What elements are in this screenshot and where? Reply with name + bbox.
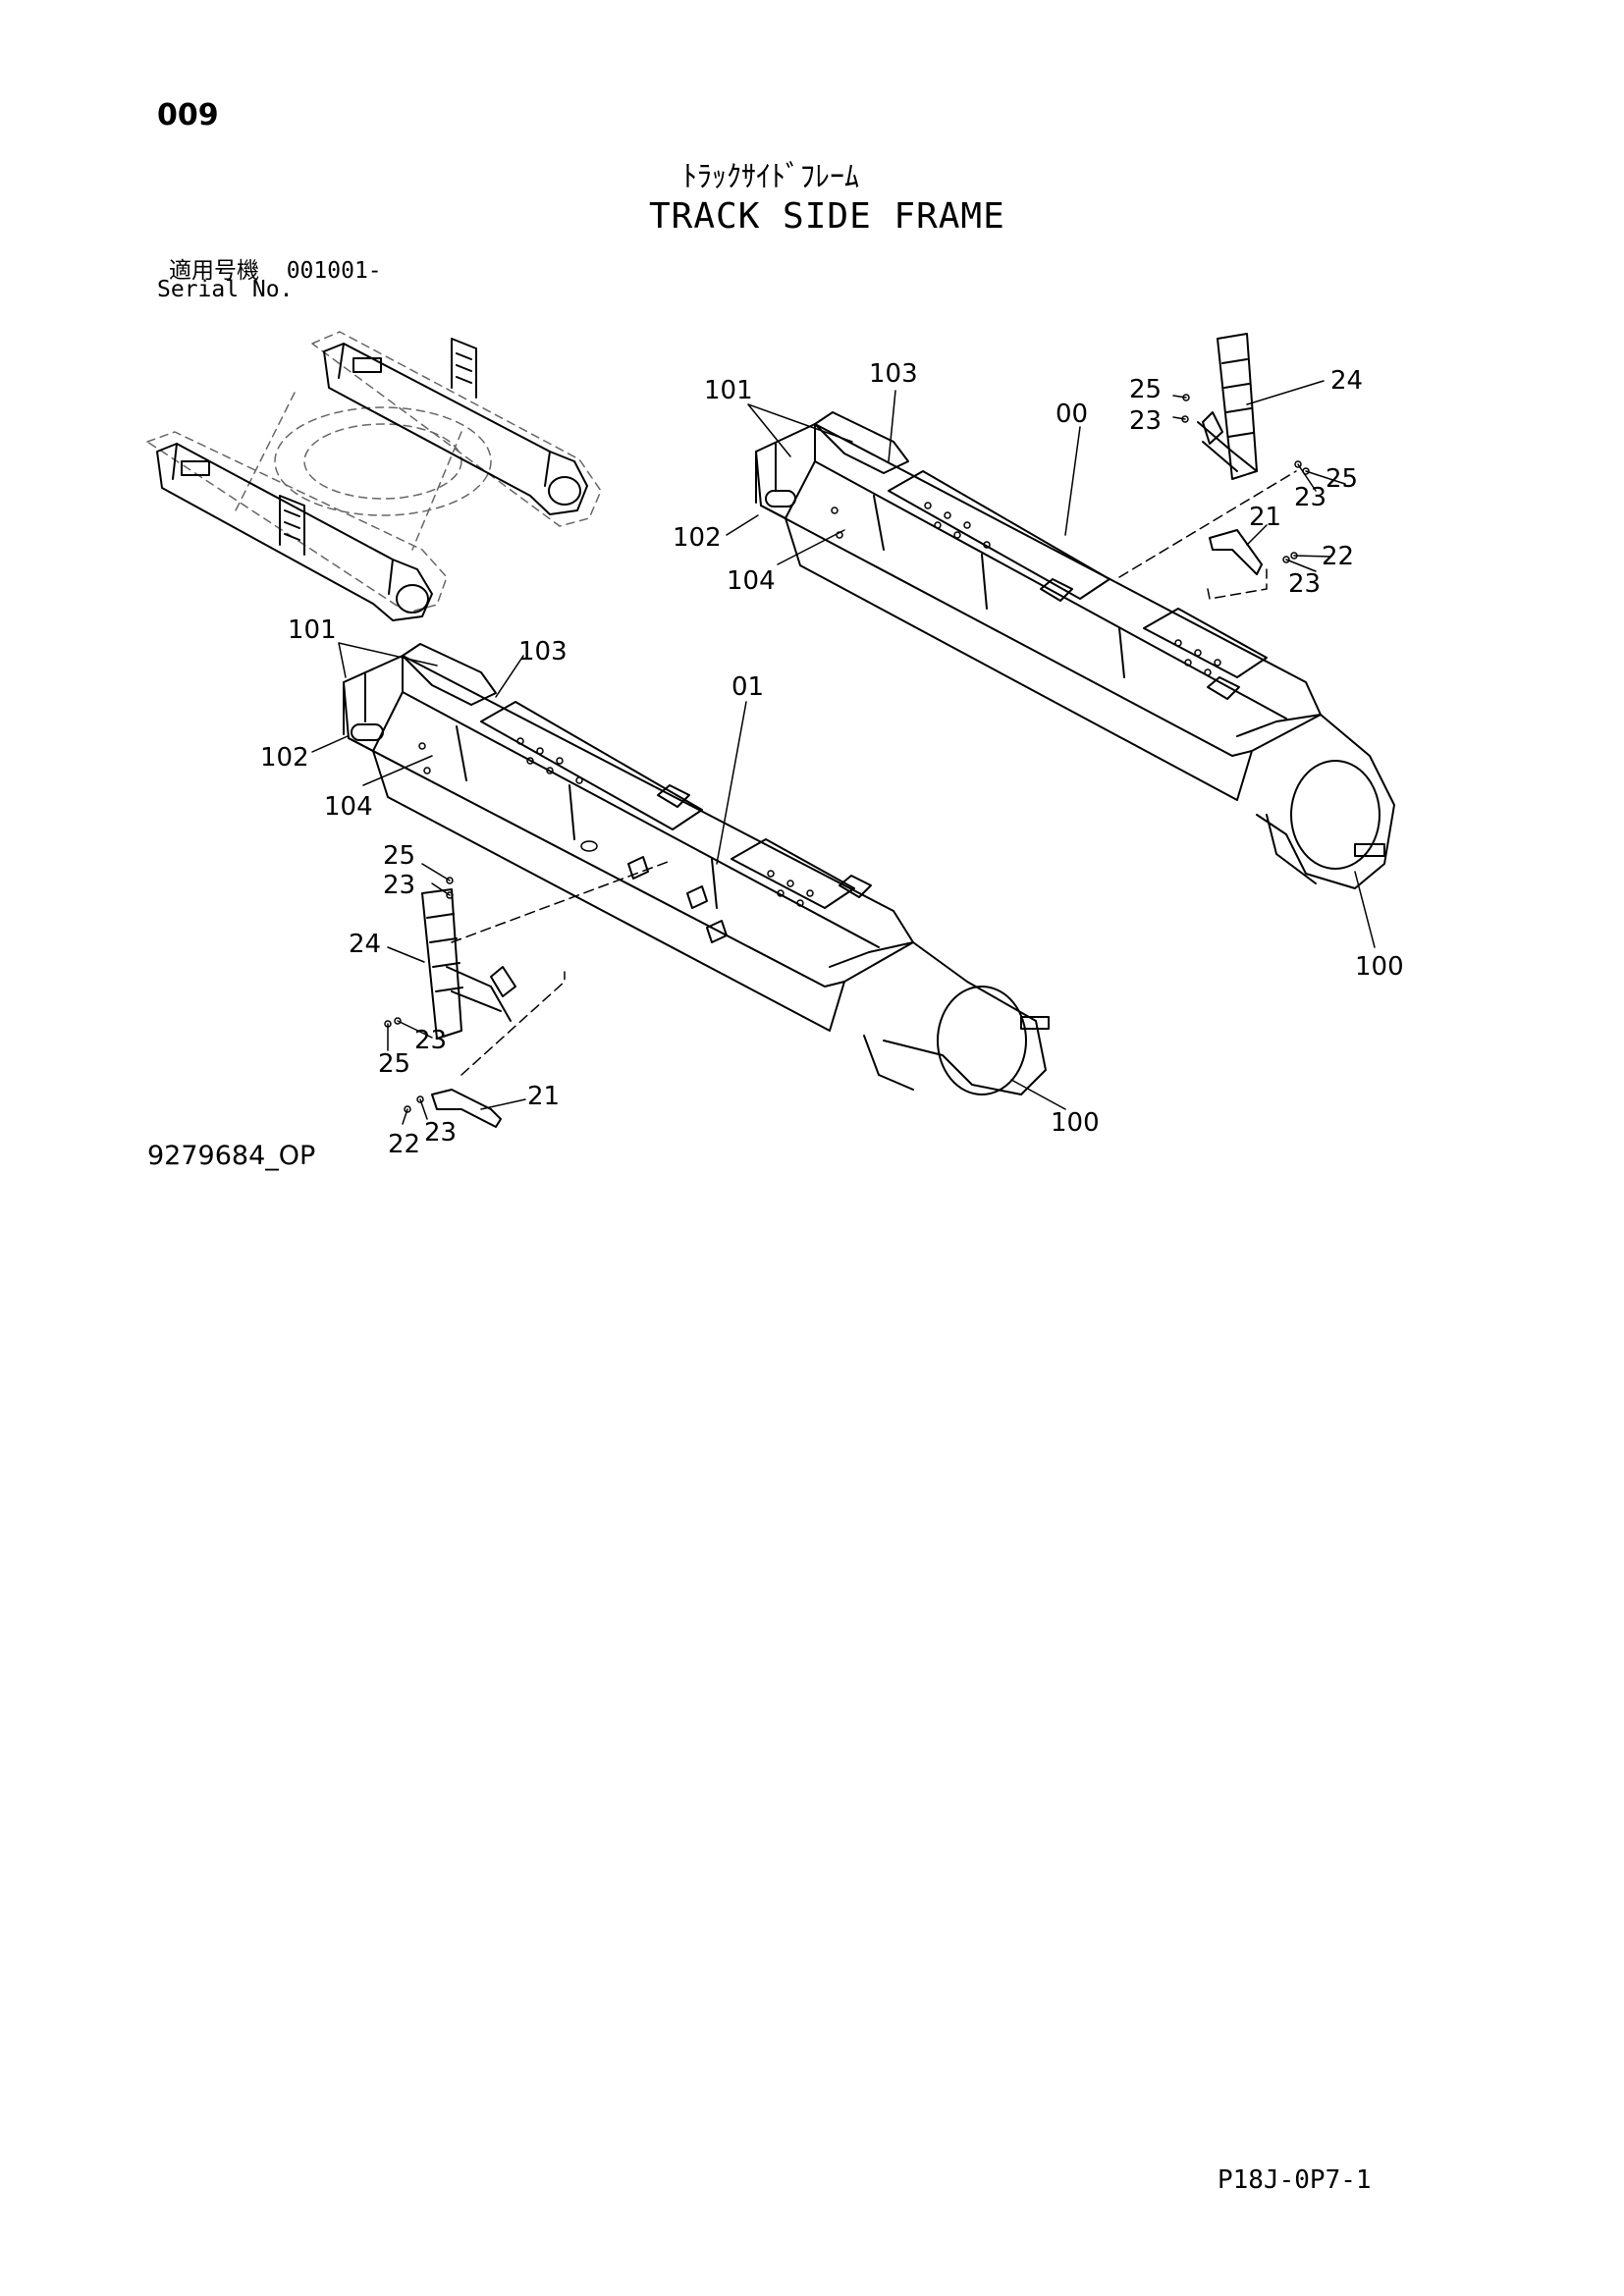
callout-lower-25b: 25 [378, 1049, 410, 1079]
lower-step-21 [431, 1089, 502, 1128]
upper-track-frame [755, 411, 1395, 889]
callout-upper-101: 101 [704, 376, 753, 405]
callout-lower-21: 21 [527, 1082, 560, 1111]
upper-assembly-lines [1118, 470, 1297, 600]
callout-lower-103: 103 [518, 637, 568, 667]
lower-ladder-24 [421, 888, 516, 1040]
callout-lower-102: 102 [260, 743, 309, 773]
callout-upper-103: 103 [869, 359, 918, 389]
leader-lines [311, 380, 1376, 1125]
serial-value: 001001- [286, 258, 382, 284]
callout-lower-23a: 23 [383, 871, 415, 900]
page-number: 009 [157, 98, 219, 133]
callout-lower-25a: 25 [383, 841, 415, 871]
callout-lower-104: 104 [324, 792, 373, 822]
lower-track-frame [343, 643, 1050, 1095]
lower-assembly-lines [451, 861, 669, 1076]
callout-upper-22: 22 [1322, 542, 1354, 571]
serial-label-en: Serial No. [157, 277, 294, 302]
callout-upper-100: 100 [1355, 952, 1404, 982]
callout-lower-23b: 23 [414, 1026, 447, 1055]
undercarriage-overview [146, 331, 602, 621]
callout-lower-01: 01 [731, 672, 764, 702]
title-english: TRACK SIDE FRAME [649, 196, 1005, 237]
callout-upper-102: 102 [673, 523, 722, 553]
illustration-id: 9279684_OP [147, 1141, 316, 1171]
callout-upper-25b: 25 [1326, 464, 1358, 494]
callout-lower-23c: 23 [424, 1118, 457, 1148]
title-japanese: ﾄﾗｯｸｻｲﾄﾞﾌﾚｰﾑ [682, 160, 859, 194]
upper-ladder-24 [1197, 333, 1258, 480]
serial-label-jp: 適用号機 [169, 258, 259, 284]
callout-upper-24: 24 [1330, 366, 1363, 396]
page-code: P18J-0P7-1 [1218, 2165, 1372, 2195]
callout-lower-24: 24 [349, 930, 381, 959]
callout-upper-00: 00 [1056, 400, 1088, 429]
callout-upper-104: 104 [727, 566, 776, 596]
callout-upper-23c: 23 [1288, 569, 1321, 599]
callout-upper-25a: 25 [1129, 375, 1162, 404]
serial-line: 適用号機 001001- [169, 251, 382, 285]
callout-upper-23b: 23 [1294, 483, 1326, 512]
callout-lower-22: 22 [388, 1130, 420, 1159]
callout-upper-21: 21 [1249, 503, 1281, 532]
callout-upper-23a: 23 [1129, 406, 1162, 436]
callout-lower-100: 100 [1051, 1108, 1100, 1138]
upper-step-21 [1209, 529, 1263, 575]
fasteners [384, 394, 1310, 1113]
callout-lower-101: 101 [288, 615, 337, 645]
